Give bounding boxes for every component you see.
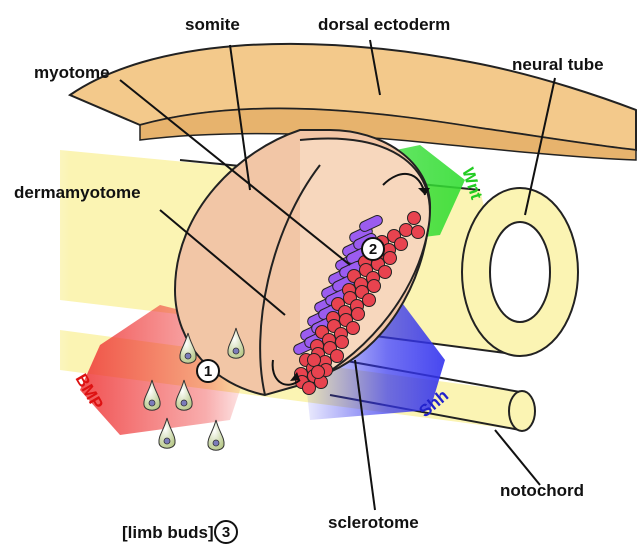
sclerotome-cell xyxy=(347,322,360,335)
migrating-cell xyxy=(208,420,224,450)
sclerotome-cell xyxy=(352,308,365,321)
sclerotome-cell xyxy=(384,252,397,265)
label-dermamyotome: dermamyotome xyxy=(14,183,141,202)
label-myotome: myotome xyxy=(34,63,110,82)
notochord-leader xyxy=(495,430,540,485)
sclerotome-cell xyxy=(363,294,376,307)
sclerotome-cell xyxy=(331,350,344,363)
label-sclerotome: sclerotome xyxy=(328,513,419,532)
label-limb-buds: [limb buds] xyxy=(122,523,214,542)
sclerotome-cell xyxy=(303,382,316,395)
label-somite: somite xyxy=(185,15,240,34)
sclerotome-cell xyxy=(308,354,321,367)
marker-2-text: 2 xyxy=(369,241,377,258)
sclerotome-cell xyxy=(400,224,413,237)
sclerotome-cell xyxy=(368,280,381,293)
sclerotome-cell xyxy=(408,212,421,225)
marker-3-text: 3 xyxy=(222,524,230,541)
marker-1-text: 1 xyxy=(204,363,212,380)
label-neural-tube: neural tube xyxy=(512,55,604,74)
sclerotome-cell xyxy=(336,336,349,349)
marker-1: 1 xyxy=(197,360,219,382)
sclerotome-cell xyxy=(412,226,425,239)
sclerotome-cell xyxy=(395,238,408,251)
sclerotome-cell xyxy=(379,266,392,279)
sclerotome-cell xyxy=(312,366,325,379)
label-notochord: notochord xyxy=(500,481,584,500)
label-dorsal-ectoderm: dorsal ectoderm xyxy=(318,15,450,34)
marker-3: 3 xyxy=(215,521,237,543)
marker-2: 2 xyxy=(362,238,384,260)
